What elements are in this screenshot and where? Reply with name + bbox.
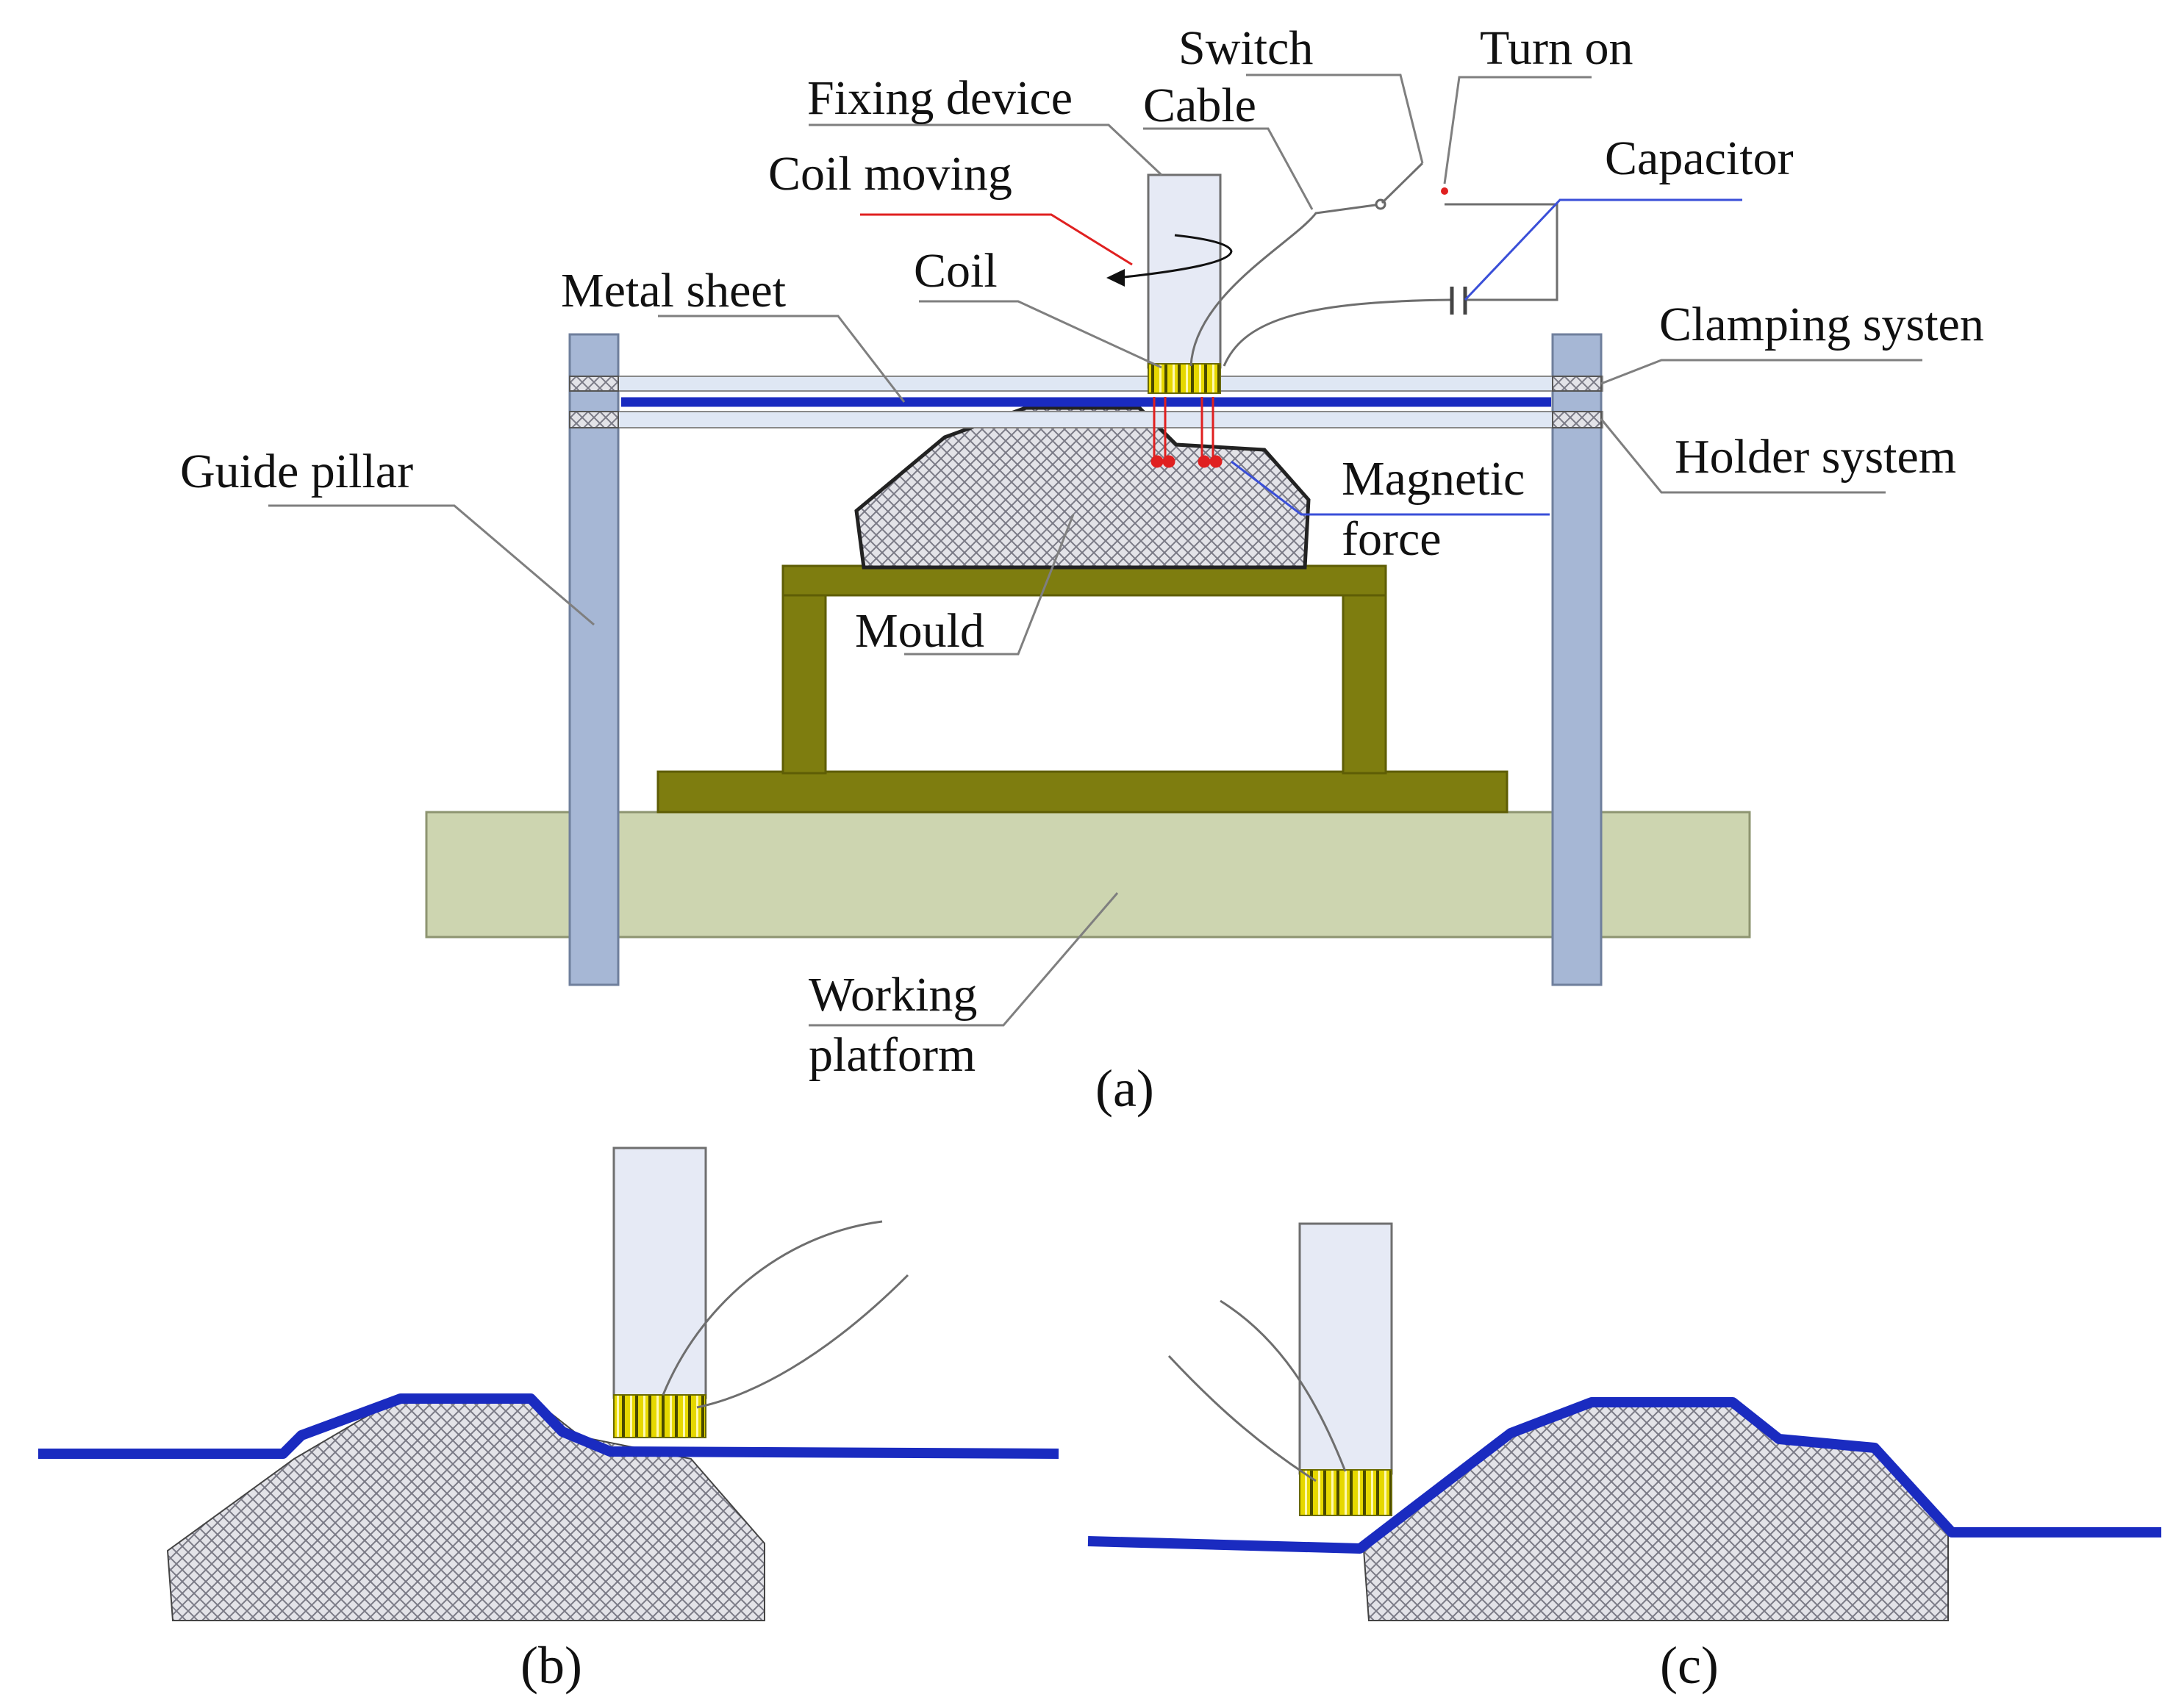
panel-b: (b) [38,1147,1059,1695]
frame-base-plate [656,770,1508,814]
leader-capacitor [1464,198,1742,301]
coil-moving-arrow [1117,234,1233,279]
clamp-block-left-bottom [569,411,619,428]
frame-top-plate [781,564,1387,597]
clamping-plate [569,376,1603,392]
frame-leg-right [1342,594,1387,775]
leader-turn-on [1443,76,1592,184]
cable-wire-2 [1223,298,1453,367]
caption-c: (c) [1660,1636,1719,1695]
switch-blade [1381,162,1424,204]
cable-c-2 [1167,1354,1317,1482]
label-clamping-system: Clamping systen [1659,298,1984,351]
caption-a: (a) [1095,1059,1154,1118]
label-mould: Mould [855,604,984,658]
label-cable: Cable [1143,79,1256,132]
leader-switch [1246,73,1424,164]
frame-leg-left [781,594,827,775]
cable-b-2 [696,1274,909,1409]
coil-b [613,1394,706,1438]
guide-pillar-left [568,333,620,986]
label-working-platform-1: Working [809,968,977,1022]
label-magnetic-force-2: force [1342,512,1442,566]
label-coil: Coil [914,244,998,298]
label-guide-pillar: Guide pillar [180,445,413,498]
cable-c-1 [1220,1299,1347,1472]
cable-b-1 [662,1220,883,1396]
leader-metal-sheet [658,315,906,403]
label-metal-sheet: Metal sheet [561,264,786,317]
leader-fixing-device [809,123,1163,176]
coil [1148,363,1221,394]
leader-cable [1143,127,1314,210]
cable-wire-1 [1189,203,1381,367]
fixing-device [1147,173,1222,369]
guide-pillar-right [1551,333,1603,986]
fixing-device-b [612,1147,707,1399]
holder-plate [569,411,1603,428]
leader-holder-system [1600,418,1886,494]
clamp-block-right-top [1552,376,1602,392]
label-capacitor: Capacitor [1605,132,1794,185]
magnetic-force-arrows [1150,397,1223,468]
leader-magnetic-force [1231,460,1550,516]
metal-sheet-b [38,1393,1059,1459]
leader-working-platform [809,892,1119,1027]
working-platform [425,811,1751,939]
panel-c: (c) [1087,1222,2161,1695]
label-turn-on: Turn on [1480,21,1633,75]
switch-contact-wire [1445,203,1558,301]
leader-coil [919,300,1162,369]
metal-sheet-c [1087,1397,2161,1554]
coil-c [1299,1469,1392,1516]
fixing-device-c [1298,1222,1393,1475]
turn-on-marker [1441,187,1448,195]
mould [854,406,1311,570]
leader-mould [904,514,1075,656]
coil-moving-arrowhead [1106,269,1125,287]
panel-a: Switch Turn on Fixing device Cable Coil … [180,21,1984,1118]
leader-guide-pillar [268,504,595,626]
label-working-platform-2: platform [809,1028,976,1082]
label-holder-system: Holder system [1675,430,1956,484]
label-coil-moving: Coil moving [768,147,1012,201]
mould-c [1362,1403,1949,1621]
label-magnetic-force-1: Magnetic [1342,452,1525,506]
clamp-block-left-top [569,376,619,392]
leader-coil-moving [860,213,1133,266]
caption-b: (b) [520,1636,582,1695]
leader-clamping-system [1600,359,1922,385]
label-fixing-device: Fixing device [807,71,1073,125]
clamp-block-right-bottom [1552,411,1602,428]
label-switch: Switch [1178,21,1313,75]
